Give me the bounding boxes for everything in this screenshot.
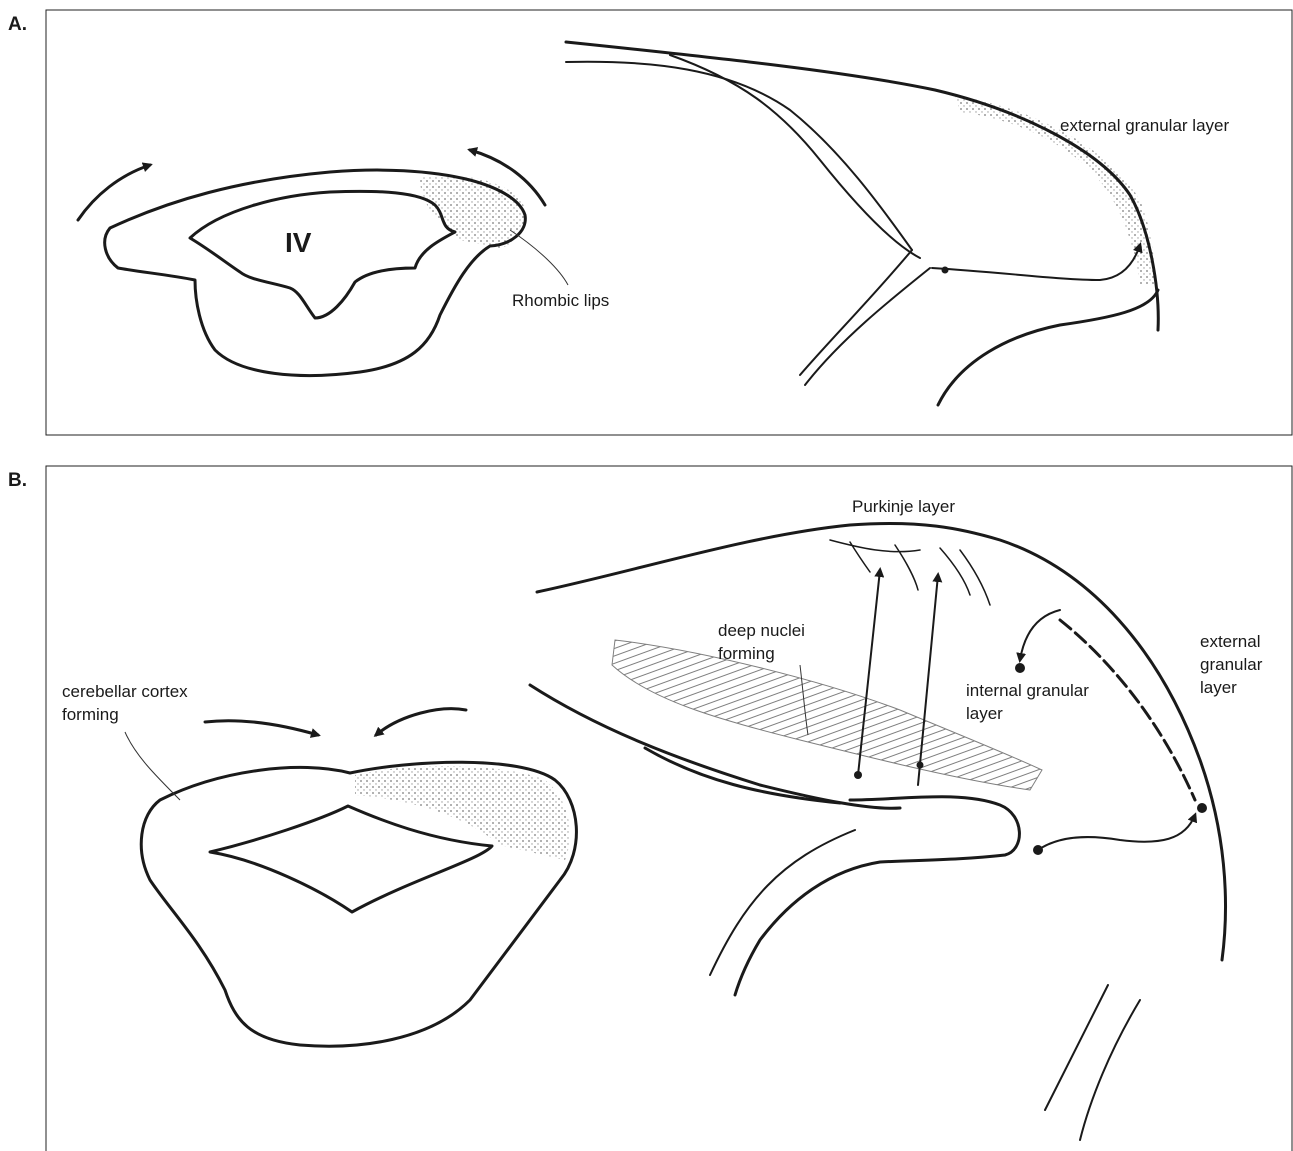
purkinje-label: Purkinje layer [852, 497, 955, 516]
external-granular-label-b-2: granular [1200, 655, 1263, 674]
external-granular-label-a: external granular layer [1060, 116, 1229, 135]
panel-a-sagittal-section: external granular layer [566, 42, 1229, 405]
panel-b-transverse-section: cerebellar cortex forming [62, 682, 576, 1046]
internal-granular-label-1: internal granular [966, 681, 1089, 700]
ventral-line-a [800, 250, 912, 375]
external-granular-origin-cell [1033, 845, 1043, 855]
ventricle-b [210, 806, 492, 912]
deep-nuclei-label-1: deep nuclei [718, 621, 805, 640]
panel-b-sagittal-section: Purkinje layer deep nuclei forming inter… [530, 497, 1263, 1140]
rhombic-lips-leader [510, 230, 568, 285]
arrow-left-curve [78, 165, 150, 220]
dorsal-surface-outer [566, 42, 1158, 330]
internal-granular-label-2: layer [966, 704, 1003, 723]
ventricle-label: IV [285, 227, 312, 258]
migration-arrow [932, 245, 1140, 280]
arrow-converge-left [205, 721, 318, 735]
fourth-ventricle [190, 191, 455, 318]
cortex-shading [355, 766, 570, 860]
cerebellar-cortex-label-2: forming [62, 705, 119, 724]
arrow-converge-right [376, 709, 466, 735]
purkinje-cell-2 [917, 762, 924, 769]
external-granular-label-b-3: layer [1200, 678, 1237, 697]
rhombic-lips-label: Rhombic lips [512, 291, 609, 310]
external-granular-dashed [1060, 620, 1195, 800]
dorsal-surface-inner-b [670, 55, 920, 258]
panel-b-frame [46, 466, 1292, 1151]
panel-a-transverse-section: IV Rhombic lips [78, 150, 609, 376]
ventral-line-b1 [710, 830, 855, 975]
ventral-line-b2 [1045, 985, 1108, 1110]
purkinje-cell-1 [854, 771, 862, 779]
external-granular-migration-arrow [1038, 815, 1195, 850]
purkinje-dendrites [830, 540, 990, 605]
cerebellar-cortex-label-1: cerebellar cortex [62, 682, 188, 701]
external-granular-cell [1197, 803, 1207, 813]
dorsal-surface-inner-a [566, 62, 912, 250]
fourth-ventricle-recess [735, 797, 1019, 995]
deep-nuclei-label-2: forming [718, 644, 775, 663]
rhombic-lip-shading [420, 176, 525, 248]
external-granular-label-b-1: external [1200, 632, 1260, 651]
cerebellar-cortex-leader [125, 732, 180, 800]
panel-a-frame [46, 10, 1292, 435]
ventral-line-b [805, 268, 930, 385]
lower-outline [938, 290, 1158, 405]
internal-granular-cell [1015, 663, 1025, 673]
granule-inward-arrow [1020, 610, 1060, 660]
migrating-cell [942, 267, 949, 274]
